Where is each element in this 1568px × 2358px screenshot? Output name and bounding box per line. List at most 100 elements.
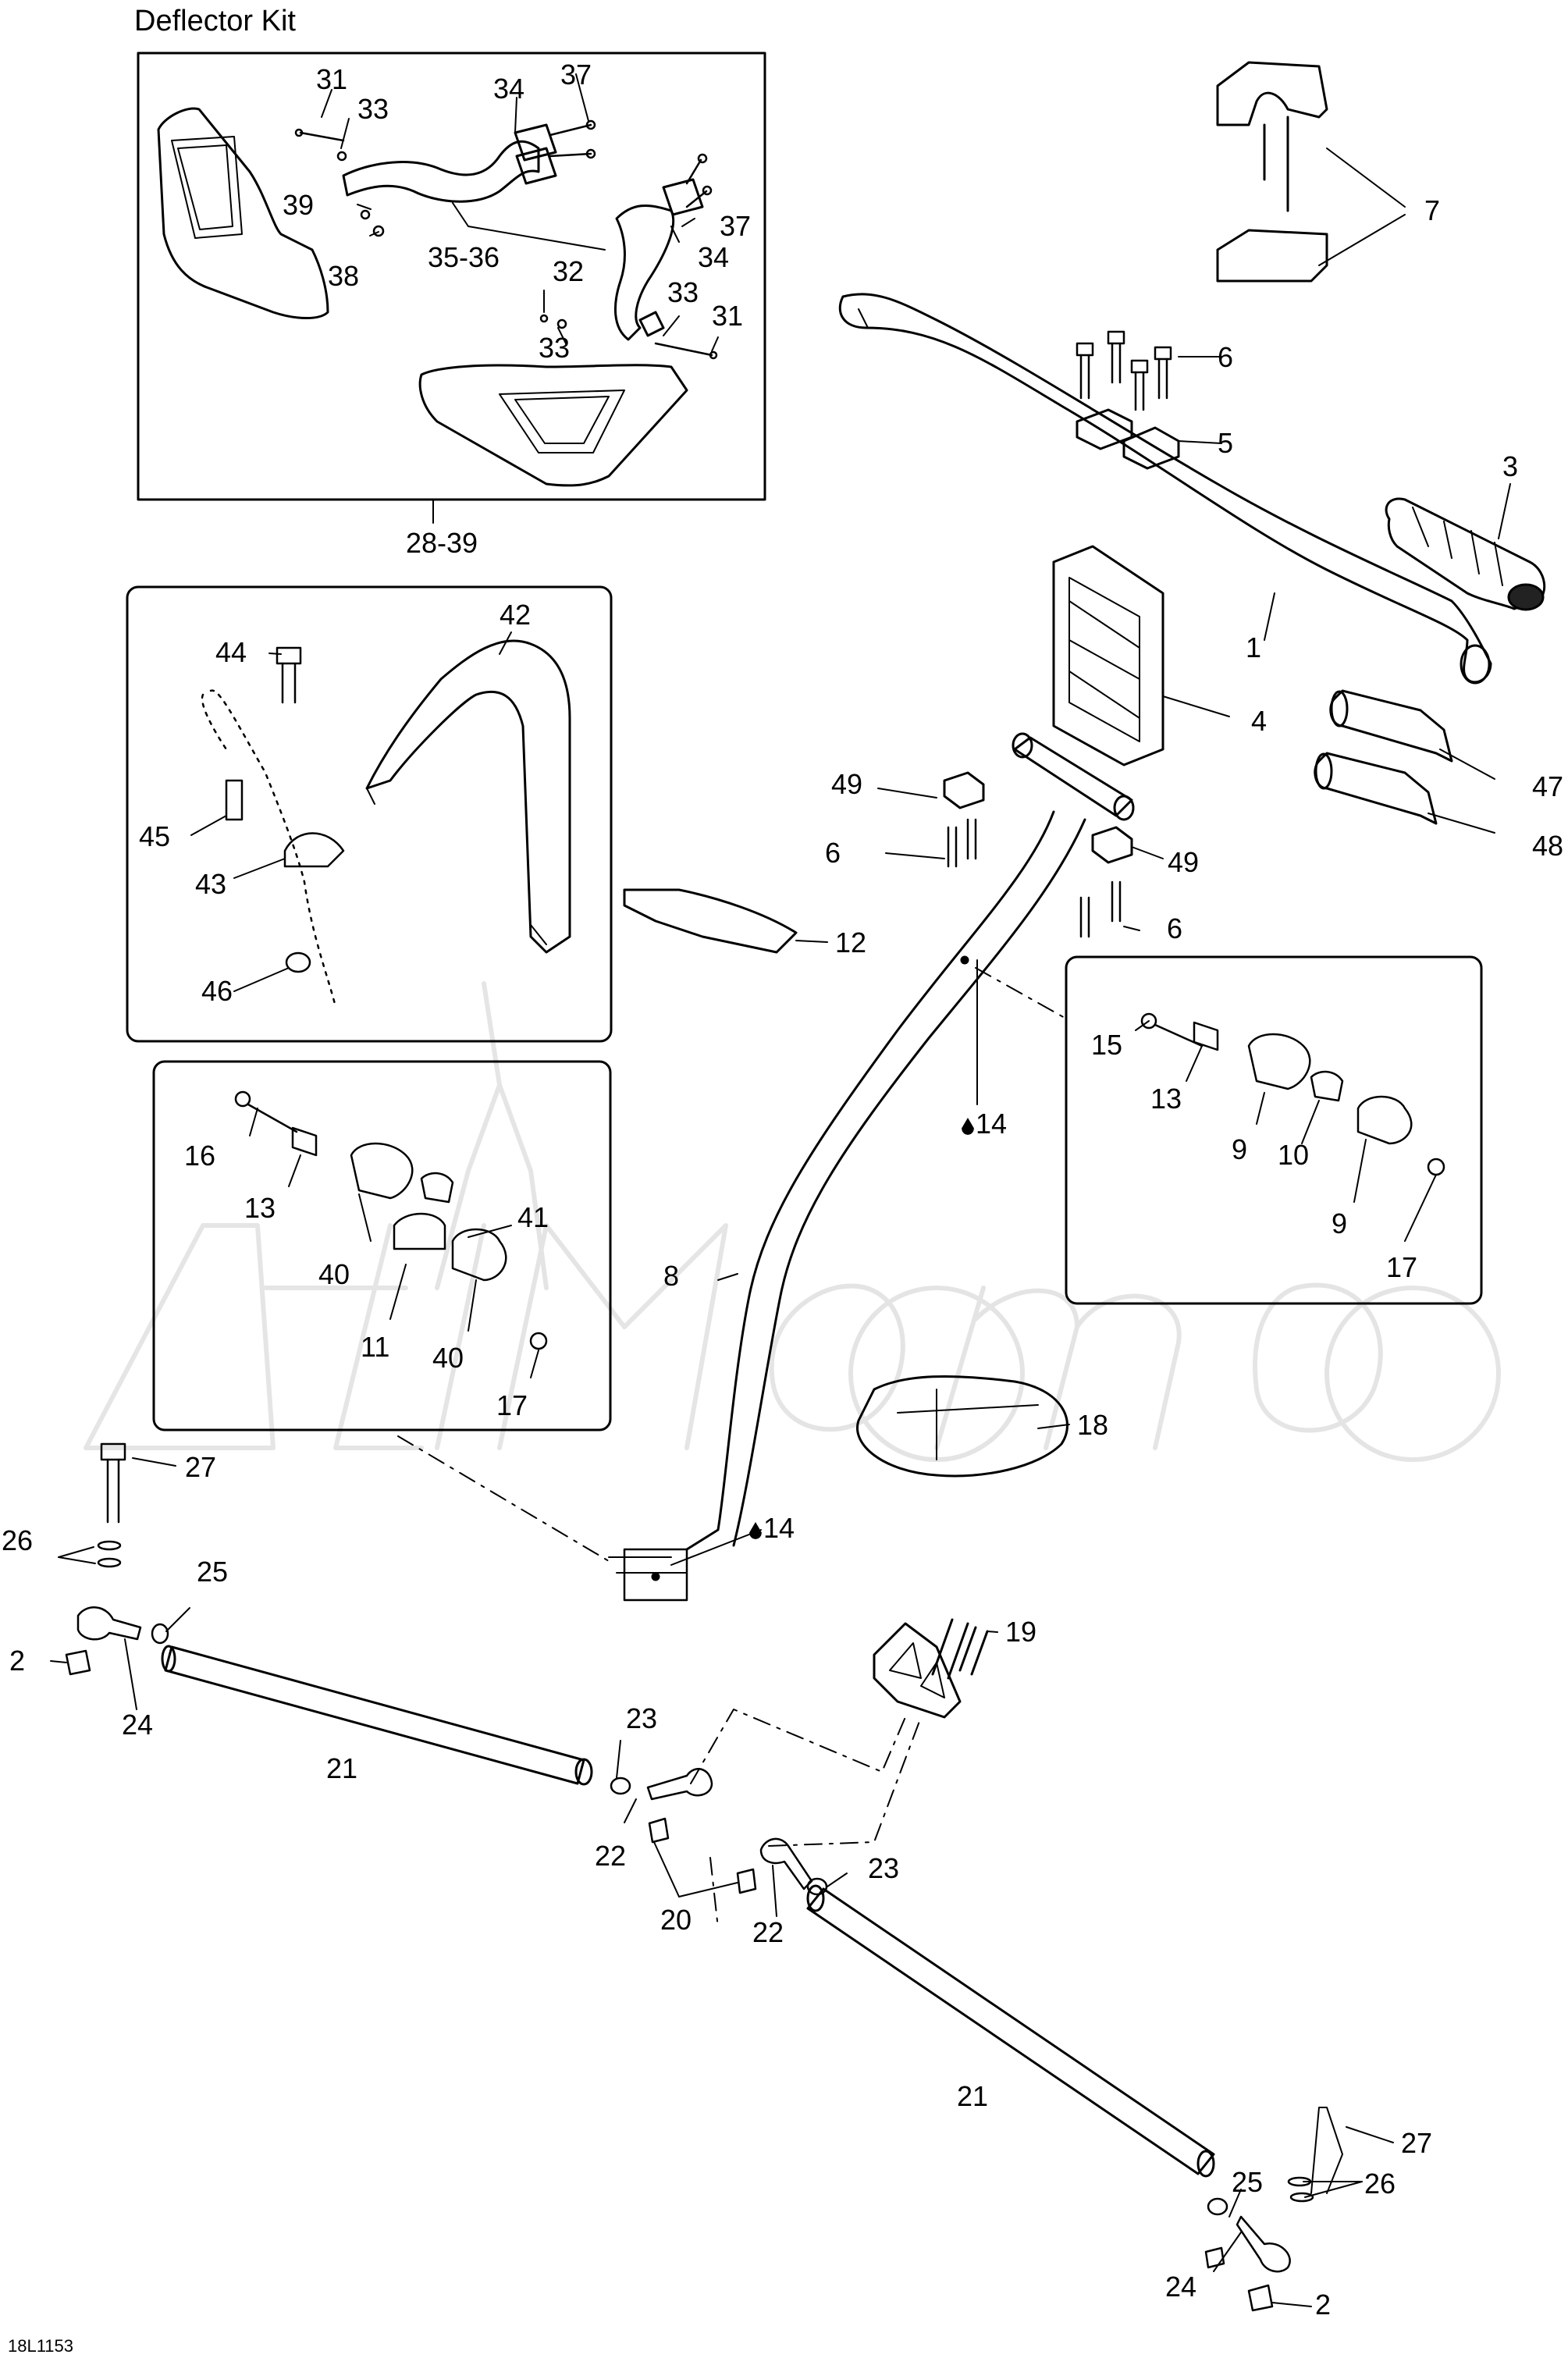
callout-number: 45: [139, 820, 171, 852]
callout-number: 14: [976, 1108, 1008, 1140]
callout-number: 6: [1167, 912, 1183, 944]
callout-34: 34: [493, 75, 524, 103]
callout-33: 33: [357, 95, 389, 123]
callout-number: 48: [1532, 830, 1564, 862]
callout-number: 39: [283, 189, 315, 221]
callout-34: 34: [698, 244, 729, 272]
callout-number: 43: [195, 868, 227, 900]
callout-35-36: 35-36: [428, 244, 500, 272]
callout-24: 24: [122, 1711, 153, 1739]
steering-column: [608, 732, 1135, 1602]
callout-number: 24: [1165, 2271, 1197, 2303]
tie-rod-ends: [76, 1606, 1291, 2273]
oil-drop-icon: [962, 1118, 974, 1135]
callout-number: 14: [763, 1512, 795, 1544]
left-deflector-shield: [157, 107, 329, 319]
left-deflector-bracket: [342, 123, 557, 203]
hand-grip: [1385, 497, 1546, 611]
hand-warmer-47: [1329, 689, 1453, 763]
handlebar-riser: [1052, 545, 1164, 766]
callout-25: 25: [1232, 2168, 1263, 2196]
callout-number: 10: [1278, 1139, 1310, 1171]
callout-number: 33: [357, 93, 389, 125]
callout-3: 3: [1502, 453, 1518, 481]
callout-14: 14: [962, 1110, 1007, 1138]
callout-number: 13: [1150, 1083, 1182, 1115]
callout-31: 31: [712, 302, 743, 330]
riser-clamps-5: [1076, 408, 1180, 470]
steering-clamps-49: [943, 771, 1133, 864]
riser-bolts-6: [1076, 330, 1172, 411]
callout-2: 2: [9, 1647, 25, 1675]
clamp-assy-9-17: [1140, 1012, 1445, 1176]
callout-number: 46: [201, 975, 233, 1007]
callout-21: 21: [326, 1755, 357, 1783]
callout-17: 17: [1386, 1254, 1417, 1282]
steering-bolts-6: [947, 818, 1122, 938]
kit-range-label: 28-39: [406, 527, 478, 559]
callout-7: 7: [1424, 197, 1440, 225]
callout-number: 33: [539, 332, 571, 364]
callout-48: 48: [1532, 832, 1563, 860]
callout-43: 43: [195, 870, 226, 898]
callout-number: 23: [626, 1702, 658, 1734]
callout-number: 21: [957, 2080, 989, 2112]
callout-33: 33: [539, 334, 570, 362]
callout-number: 26: [1364, 2168, 1396, 2200]
callout-number: 35-36: [428, 241, 500, 273]
callout-41: 41: [517, 1204, 549, 1232]
callout-12: 12: [835, 929, 866, 957]
inset-frame-42-46: [126, 585, 613, 1043]
callout-4: 4: [1251, 707, 1267, 735]
callout-number: 1: [1246, 631, 1262, 663]
callout-37: 37: [560, 61, 592, 89]
callout-23: 23: [626, 1705, 657, 1733]
callout-40: 40: [318, 1261, 350, 1289]
callout-31: 31: [316, 66, 347, 94]
callout-number: 19: [1005, 1616, 1037, 1648]
callout-number: 47: [1532, 770, 1564, 802]
callout-1: 1: [1246, 634, 1261, 662]
deflector-kit-frame: [137, 52, 766, 501]
handlebar-pad-42: [365, 639, 571, 954]
callout-number: 25: [197, 1556, 229, 1588]
callout-20: 20: [660, 1906, 692, 1934]
callout-42: 42: [500, 601, 531, 629]
callout-14: 14: [749, 1514, 795, 1542]
callout-19: 19: [1005, 1618, 1036, 1646]
lube-point-lower: [651, 1572, 660, 1581]
callout-number: 2: [1315, 2289, 1332, 2321]
callout-8: 8: [663, 1262, 679, 1290]
callout-49: 49: [1168, 848, 1199, 877]
callout-number: 11: [361, 1331, 390, 1363]
callout-15: 15: [1091, 1031, 1122, 1059]
callout-6: 6: [825, 839, 841, 867]
callout-number: 23: [868, 1852, 900, 1884]
callout-40: 40: [432, 1344, 464, 1372]
callout-6: 6: [1218, 343, 1233, 372]
hand-warmer-48: [1314, 752, 1438, 825]
callout-number: 21: [326, 1752, 358, 1784]
callout-number: 27: [185, 1451, 217, 1483]
callout-number: 34: [493, 73, 525, 105]
callout-number: 8: [663, 1260, 680, 1292]
callout-number: 24: [122, 1709, 154, 1741]
callout-number: 40: [318, 1258, 350, 1290]
callout-22: 22: [752, 1919, 784, 1947]
callout-number: 6: [1218, 341, 1234, 373]
callout-number: 37: [560, 59, 592, 91]
pad-12: [623, 888, 798, 954]
callout-number: 42: [500, 599, 532, 631]
clamp-assy-43-46: [201, 646, 345, 1008]
callout-number: 7: [1424, 194, 1441, 226]
callout-number: 16: [184, 1140, 216, 1172]
callout-number: 22: [752, 1916, 784, 1948]
callout-number: 49: [831, 768, 863, 800]
callout-16: 16: [184, 1142, 215, 1170]
callout-9: 9: [1232, 1136, 1247, 1164]
clamp-cover-bottom: [1216, 229, 1328, 283]
dashed-assembly-lines: [397, 967, 1067, 1929]
callout-13: 13: [1150, 1085, 1182, 1113]
callout-38: 38: [328, 262, 359, 290]
callout-number: 31: [316, 63, 348, 95]
